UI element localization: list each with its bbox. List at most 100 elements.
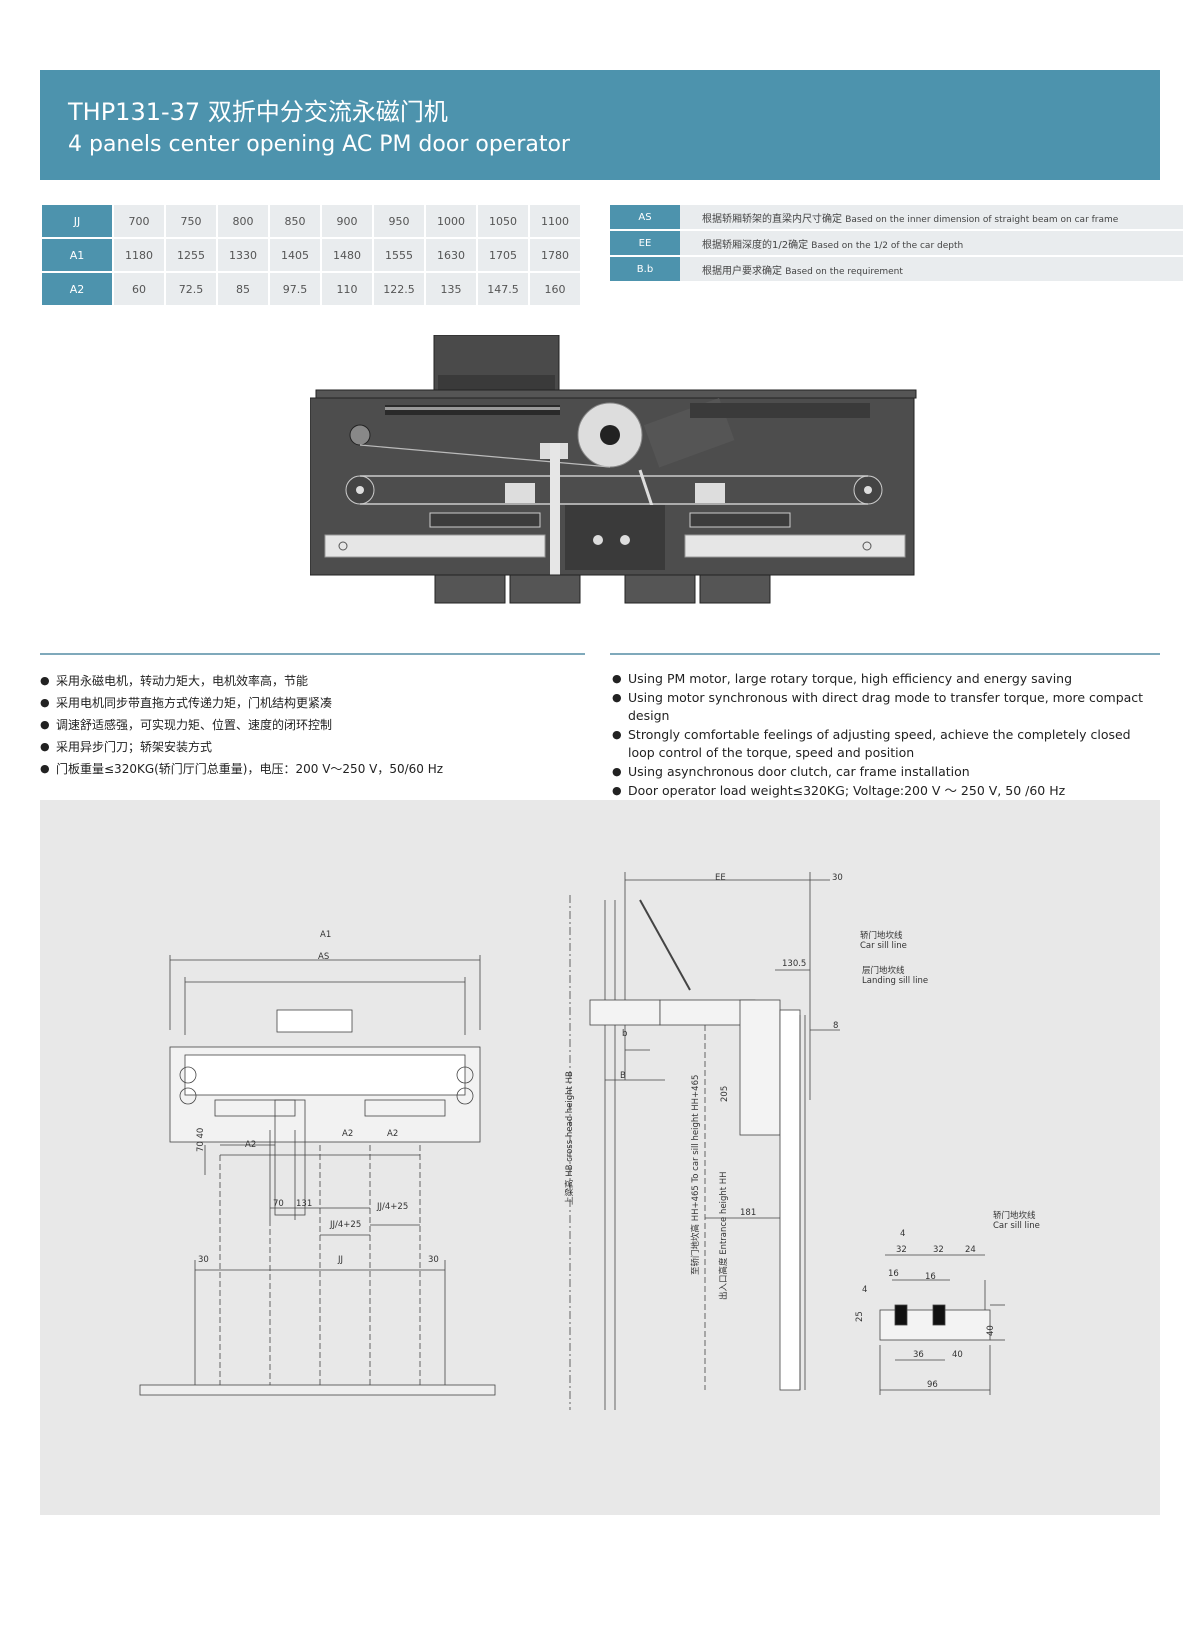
dim-8: 8	[833, 1021, 838, 1031]
table-cell: 1630	[426, 239, 476, 271]
table-row: EE 根据轿厢深度的1/2确定 Based on the 1/2 of the …	[610, 231, 1183, 255]
table-cell: 85	[218, 273, 268, 305]
dim-181: 181	[740, 1208, 756, 1218]
dim-70: 70	[273, 1199, 284, 1209]
dim-ee: EE	[715, 873, 726, 883]
notes-table: AS 根据轿厢轿架的直梁内尺寸确定 Based on the inner dim…	[610, 203, 1183, 283]
table-cell: 1330	[218, 239, 268, 271]
note-label: B.b	[610, 257, 680, 281]
dim-131: 131	[296, 1199, 312, 1209]
title-english: 4 panels center opening AC PM door opera…	[68, 132, 570, 157]
note-label: EE	[610, 231, 680, 255]
dim-a2-right: A2	[387, 1129, 398, 1139]
door-operator-illustration	[310, 335, 917, 604]
table-row: A1 1180 1255 1330 1405 1480 1555 1630 17…	[42, 239, 580, 271]
note-en: Based on the 1/2 of the car depth	[811, 240, 964, 251]
dim-sill-40-bottom: 40	[952, 1350, 963, 1360]
sill-car-sill-en: Car sill line	[993, 1221, 1040, 1231]
table-cell: 160	[530, 273, 580, 305]
table-cell: 1780	[530, 239, 580, 271]
table-cell: 800	[218, 205, 268, 237]
dim-sill-24: 24	[965, 1245, 976, 1255]
dim-30-right: 30	[428, 1255, 439, 1265]
list-item: 采用电机同步带直拖方式传递力矩，门机结构更紧凑	[40, 692, 580, 714]
table-cell: 122.5	[374, 273, 424, 305]
dim-sill-4-top: 4	[900, 1229, 905, 1239]
table-cell: 900	[322, 205, 372, 237]
dim-sill-40-side: 40	[986, 1325, 996, 1336]
row-label: JJ	[42, 205, 112, 237]
table-row: A2 60 72.5 85 97.5 110 122.5 135 147.5 1…	[42, 273, 580, 305]
table-cell: 72.5	[166, 273, 216, 305]
dim-jj: JJ	[337, 1255, 343, 1265]
table-cell: 850	[270, 205, 320, 237]
table-cell: 700	[114, 205, 164, 237]
table-cell: 110	[322, 273, 372, 305]
dim-sill-36: 36	[913, 1350, 924, 1360]
dim-30: 30	[832, 873, 843, 883]
car-sill-cn: 轿门地坎线	[860, 930, 903, 941]
note-cn: 根据轿厢深度的1/2确定	[702, 239, 809, 251]
dim-jj4-right: JJ/4+25	[376, 1202, 408, 1212]
features-en-list: Using PM motor, large rotary torque, hig…	[612, 670, 1157, 800]
note-cn: 根据用户要求确定	[702, 265, 782, 277]
table-cell: 1255	[166, 239, 216, 271]
table-cell: 1705	[478, 239, 528, 271]
dim-sill-4-side: 4	[862, 1285, 867, 1295]
table-cell: 60	[114, 273, 164, 305]
note-en: Based on the inner dimension of straight…	[845, 214, 1119, 225]
table-cell: 1555	[374, 239, 424, 271]
table-cell: 750	[166, 205, 216, 237]
divider-right	[610, 653, 1160, 655]
dim-30-left: 30	[198, 1255, 209, 1265]
dim-sill-25: 25	[855, 1311, 865, 1322]
table-row: AS 根据轿厢轿架的直梁内尺寸确定 Based on the inner dim…	[610, 205, 1183, 229]
list-item: Door operator load weight≤320KG; Voltage…	[612, 782, 1157, 801]
table-cell: 1180	[114, 239, 164, 271]
landing-sill-en: Landing sill line	[862, 976, 928, 986]
table-cell: 1100	[530, 205, 580, 237]
table-cell: 1480	[322, 239, 372, 271]
header-banner: THP131-37 双折中分交流永磁门机 4 panels center ope…	[40, 70, 1160, 180]
technical-drawing: A1 AS A2 A2 A2 70 40 70 131 JJ/4+25 JJ/4…	[139, 872, 1040, 1410]
list-item: Using PM motor, large rotary torque, hig…	[612, 670, 1157, 689]
sill-car-sill-cn: 轿门地坎线	[993, 1210, 1036, 1221]
note-cn: 根据轿厢轿架的直梁内尺寸确定	[702, 213, 842, 225]
list-item: Using asynchronous door clutch, car fram…	[612, 763, 1157, 782]
dim-b-small: b	[622, 1029, 627, 1039]
label-hh-height: 出入口高度 Entrance height HH	[718, 1171, 729, 1300]
row-label: A2	[42, 273, 112, 305]
list-item: 采用异步门刀；轿架安装方式	[40, 736, 580, 758]
dim-sill-96: 96	[927, 1380, 938, 1390]
row-label: A1	[42, 239, 112, 271]
note-en: Based on the requirement	[785, 266, 903, 277]
dim-sill-16-right: 16	[925, 1272, 936, 1282]
note-value: 根据轿厢轿架的直梁内尺寸确定 Based on the inner dimens…	[680, 205, 1183, 229]
label-hh465-height: 至轿门地坎高 HH+465 To car sill height HH+465	[690, 1075, 701, 1275]
dim-205: 205	[720, 1086, 730, 1102]
table-cell: 97.5	[270, 273, 320, 305]
technical-drawing-panel: A1 AS A2 A2 A2 70 40 70 131 JJ/4+25 JJ/4…	[40, 800, 1160, 1515]
note-value: 根据轿厢深度的1/2确定 Based on the 1/2 of the car…	[680, 231, 1183, 255]
list-item: 采用永磁电机，转动力矩大，电机效率高，节能	[40, 670, 580, 692]
dim-b-big: B	[620, 1071, 626, 1081]
note-value: 根据用户要求确定 Based on the requirement	[680, 257, 1183, 281]
dim-sill-32-left: 32	[896, 1245, 907, 1255]
list-item: Using motor synchronous with direct drag…	[612, 689, 1157, 726]
list-item: 调速舒适感强，可实现力矩、位置、速度的闭环控制	[40, 714, 580, 736]
dim-a2-left: A2	[245, 1140, 256, 1150]
table-cell: 1405	[270, 239, 320, 271]
dim-a1: A1	[320, 930, 331, 940]
title-chinese: THP131-37 双折中分交流永磁门机	[68, 98, 448, 126]
label-hb-height: 上梁高 HB cross head height HB	[564, 1071, 575, 1205]
table-cell: 1000	[426, 205, 476, 237]
divider-left	[40, 653, 585, 655]
table-cell: 135	[426, 273, 476, 305]
landing-sill-cn: 层门地坎线	[862, 965, 905, 976]
dim-sill-16-left: 16	[888, 1269, 899, 1279]
list-item: Strongly comfortable feelings of adjusti…	[612, 726, 1157, 763]
dim-70-40: 70 40	[196, 1128, 206, 1152]
dim-130-5: 130.5	[782, 959, 806, 969]
table-cell: 147.5	[478, 273, 528, 305]
features-cn-list: 采用永磁电机，转动力矩大，电机效率高，节能 采用电机同步带直拖方式传递力矩，门机…	[40, 670, 580, 780]
